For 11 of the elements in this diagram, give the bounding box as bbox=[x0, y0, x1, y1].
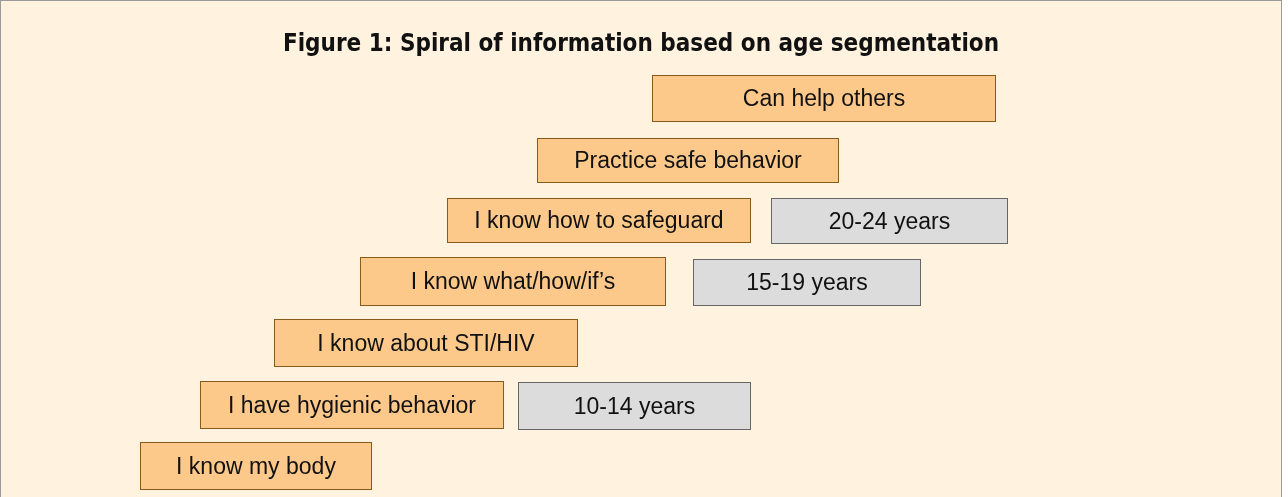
age-range-box: 20-24 years bbox=[771, 198, 1008, 244]
stage-box: I know what/how/if’s bbox=[360, 257, 666, 306]
stage-box: Can help others bbox=[652, 75, 996, 122]
age-range-box: 15-19 years bbox=[693, 259, 921, 306]
stage-box: I know about STI/HIV bbox=[274, 319, 578, 367]
age-range-box: 10-14 years bbox=[518, 382, 751, 430]
stage-box: I have hygienic behavior bbox=[200, 381, 504, 429]
figure-title: Figure 1: Spiral of information based on age segmentation bbox=[281, 29, 1001, 57]
stage-box: I know my body bbox=[140, 442, 372, 490]
stage-box: Practice safe behavior bbox=[537, 138, 839, 183]
stage-box: I know how to safeguard bbox=[447, 198, 751, 243]
